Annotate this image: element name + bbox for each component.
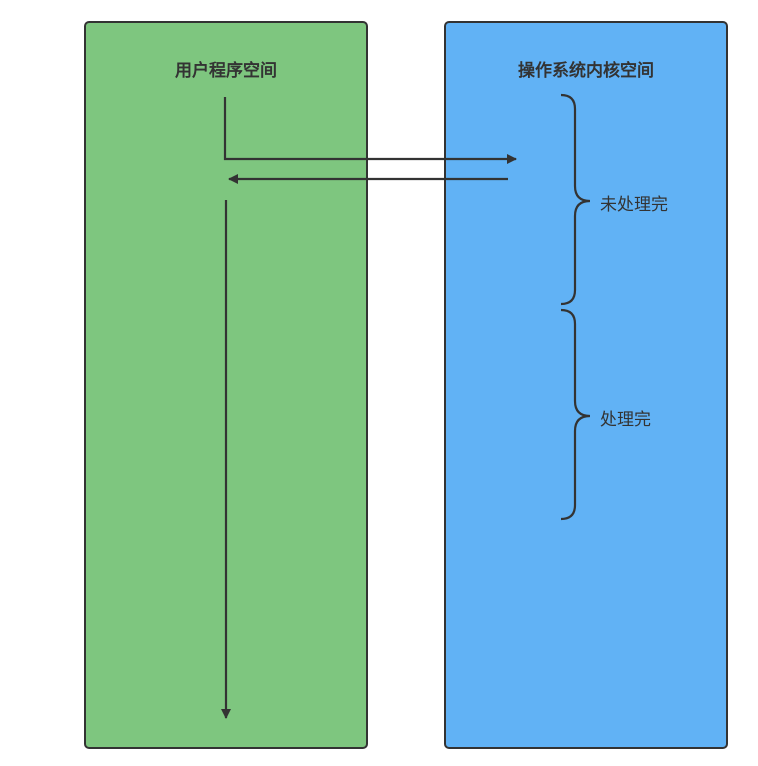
kernel-space-title: 操作系统内核空间	[518, 61, 654, 81]
kernel-space-panel: 操作系统内核空间	[444, 21, 728, 749]
unfinished-brace	[560, 93, 591, 306]
finished-brace	[560, 308, 591, 521]
unfinished-label: 未处理完	[600, 195, 668, 215]
syscall-request-arrow	[223, 97, 517, 164]
user-program-space-title: 用户程序空间	[175, 61, 277, 81]
finished-label: 处理完	[600, 410, 651, 430]
